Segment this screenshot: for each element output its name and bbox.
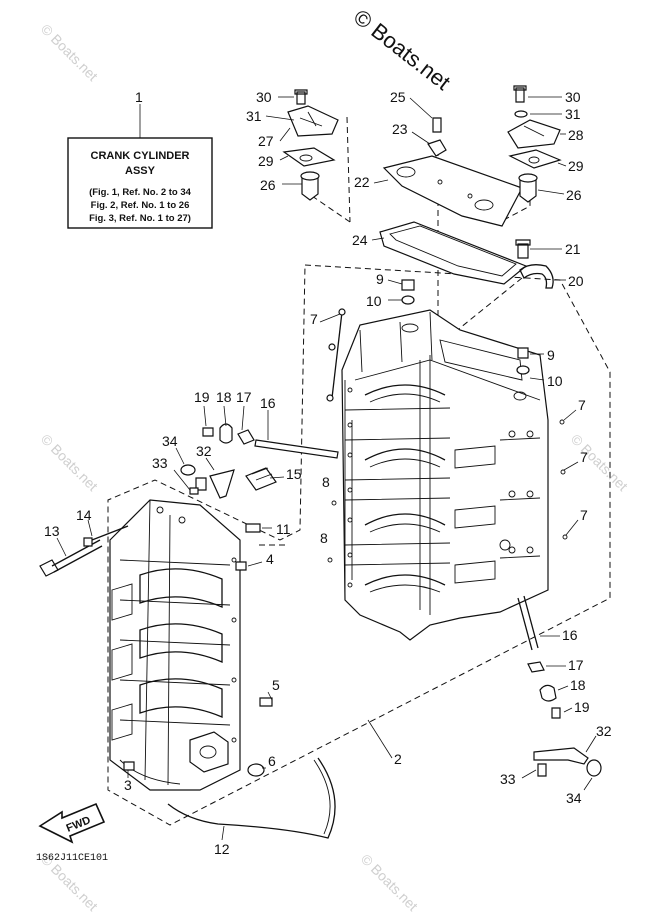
part-group-right-linkage: 16 17 18 19 32 33 34: [500, 595, 612, 806]
callout-32-left: 32: [196, 443, 212, 459]
callout-30-right: 30: [565, 89, 581, 105]
callout-7-right-top: 7: [578, 397, 586, 413]
callout-4: 4: [266, 551, 274, 567]
callout-30-left: 30: [256, 89, 272, 105]
callout-34-right: 34: [566, 790, 582, 806]
info-box-line-5: Fig. 3, Ref. No. 1 to 27): [89, 213, 191, 224]
callout-10-left: 10: [366, 293, 382, 309]
part-group-top-left: 30 31 27 29 26: [246, 89, 339, 201]
drawing-code: 1S62J11CE101: [36, 853, 108, 864]
callout-33-left: 33: [152, 455, 168, 471]
callout-24: 24: [352, 232, 368, 248]
callout-28: 28: [568, 127, 584, 143]
callout-16-right: 16: [562, 627, 578, 643]
callout-20: 20: [568, 273, 584, 289]
callout-2: 2: [394, 751, 402, 767]
part-group-crankcase-fasteners: 9 10 7 9 10 7 7 7 8 8: [310, 271, 588, 563]
callout-26-right: 26: [566, 187, 582, 203]
callout-12: 12: [214, 841, 230, 857]
watermark-top-left: © Boats.net: [38, 21, 101, 84]
part-group-top-right: 30 31 28 29 26 21 20: [507, 85, 584, 289]
callout-11: 11: [276, 521, 291, 537]
info-box-line-3: (Fig. 1, Ref. No. 2 to 34: [89, 187, 192, 198]
callout-21: 21: [565, 241, 581, 257]
callout-17-left: 17: [236, 389, 252, 405]
callout-13: 13: [44, 523, 60, 539]
callout-27: 27: [258, 133, 274, 149]
callout-8-upper: 8: [322, 474, 330, 490]
cylinder-block: [109, 499, 241, 791]
callout-10-right: 10: [547, 373, 563, 389]
callout-22: 22: [354, 174, 370, 190]
assembly-outline: [107, 264, 611, 826]
part-group-left-linkage: 19 18 17 16 34 32 33 15: [152, 389, 339, 499]
copyright-notice: © Boats.net: [349, 4, 455, 95]
part-hose-12: 12: [167, 757, 336, 857]
fwd-arrow-icon: FWD: [38, 802, 106, 844]
callout-3: 3: [124, 777, 132, 793]
callout-9-right: 9: [547, 347, 555, 363]
callout-6: 6: [268, 753, 276, 769]
info-box-line-2: ASSY: [125, 165, 156, 177]
callout-8-lower: 8: [320, 530, 328, 546]
callout-9-left: 9: [376, 271, 384, 287]
callout-17-right: 17: [568, 657, 584, 673]
crankcase: [341, 309, 549, 641]
callout-1: 1: [135, 89, 143, 105]
callout-5: 5: [272, 677, 280, 693]
callout-19-right: 19: [574, 699, 590, 715]
callout-29-left: 29: [258, 153, 274, 169]
part-group-cylinder-fasteners: 13 14 11 4 5 6 3: [39, 507, 291, 793]
callout-7-right-mid: 7: [580, 449, 588, 465]
callout-26-left: 26: [260, 177, 276, 193]
watermark-mid-left: © Boats.net: [38, 431, 101, 494]
callout-29-right: 29: [568, 158, 584, 174]
info-box-line-4: Fig. 2, Ref. No. 1 to 26: [91, 200, 190, 211]
info-box-line-1: CRANK CYLINDER: [91, 150, 190, 162]
watermark-bottom-center: © Boats.net: [358, 851, 421, 913]
callout-23: 23: [392, 121, 408, 137]
callout-7-left: 7: [310, 311, 318, 327]
part-group-top-center: 25 23 22 24: [352, 89, 528, 285]
callout-31-left: 31: [246, 108, 262, 124]
callout-19-left: 19: [194, 389, 210, 405]
callout-33-right: 33: [500, 771, 516, 787]
callout-18-right: 18: [570, 677, 586, 693]
callout-32-right: 32: [596, 723, 612, 739]
callout-14: 14: [76, 507, 92, 523]
callout-7-right-bottom: 7: [580, 507, 588, 523]
callout-15: 15: [286, 466, 302, 482]
info-box: 1 CRANK CYLINDER ASSY (Fig. 1, Ref. No. …: [67, 89, 213, 229]
callout-31-right: 31: [565, 106, 581, 122]
callout-16-left: 16: [260, 395, 276, 411]
callout-18-left: 18: [216, 389, 232, 405]
callout-25: 25: [390, 89, 406, 105]
callout-34-left: 34: [162, 433, 178, 449]
